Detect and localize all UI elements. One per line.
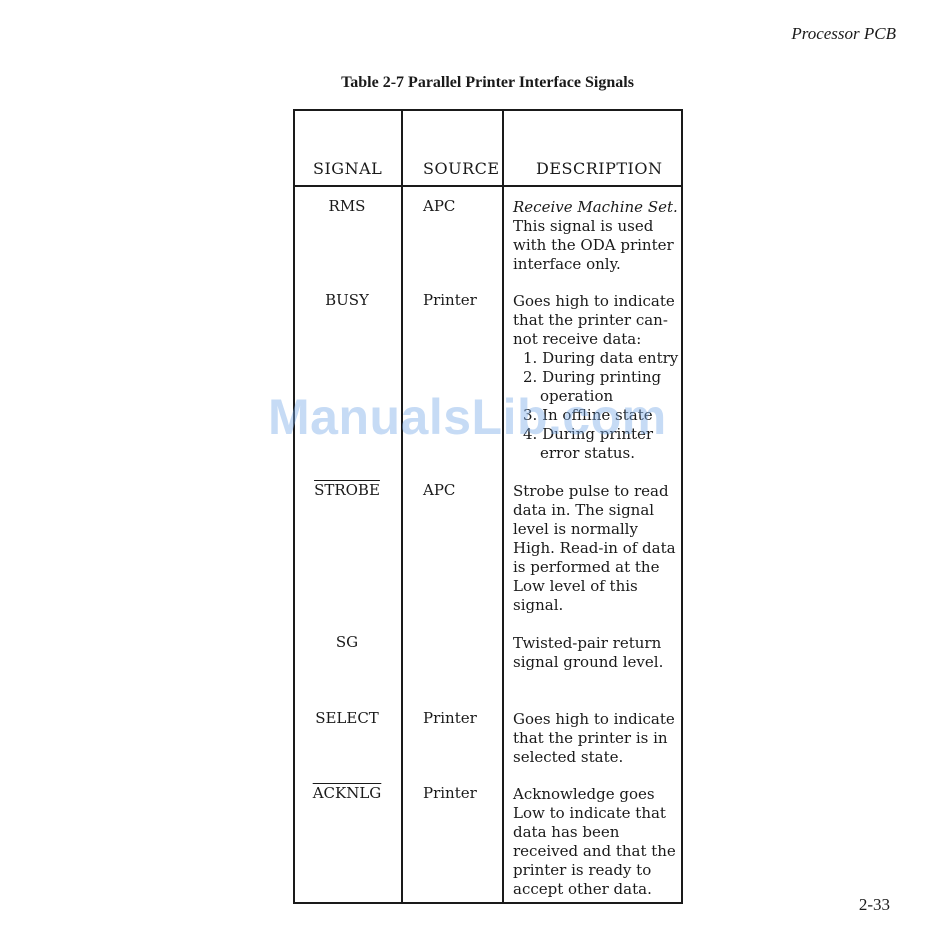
description-lead: Receive Machine Set. (513, 198, 678, 216)
source-busy: Printer (423, 291, 477, 309)
description-line: Twisted-pair return (513, 634, 662, 652)
description-line: High. Read-in of data (513, 539, 676, 557)
list-item: operation (540, 387, 614, 405)
column-divider (401, 111, 403, 902)
description-sg: Twisted-pair return signal ground level. (513, 634, 683, 672)
description-line: accept other data. (513, 880, 652, 898)
description-line: interface only. (513, 255, 621, 273)
description-line: Acknowledge goes (513, 785, 655, 803)
signal-rms: RMS (328, 197, 366, 215)
description-rms: Receive Machine Set. This signal is used… (513, 198, 683, 274)
signal-select: SELECT (315, 709, 379, 727)
description-line: Goes high to indicate (513, 710, 675, 728)
header-description: DESCRIPTION (536, 159, 663, 178)
description-line: Low to indicate that (513, 804, 666, 822)
description-line: received and that the (513, 842, 676, 860)
column-divider (502, 111, 504, 902)
source-strobe: APC (423, 481, 456, 499)
description-line: selected state. (513, 748, 624, 766)
signal-busy: BUSY (325, 291, 369, 309)
description-strobe: Strobe pulse to read data in. The signal… (513, 482, 683, 615)
list-item: 1. During data entry (523, 349, 679, 367)
description-line: Low level of this (513, 577, 638, 595)
description-line: with the ODA printer (513, 236, 674, 254)
description-line: Goes high to indicate (513, 292, 675, 310)
source-select: Printer (423, 709, 477, 727)
description-line: signal. (513, 596, 564, 614)
signal-acknlg: ACKNLG (312, 784, 382, 802)
list-item: 4. During printer (523, 425, 654, 443)
description-acknlg: Acknowledge goes Low to indicate that da… (513, 785, 683, 899)
signals-table: SIGNAL SOURCE DESCRIPTION RMS APC Receiv… (293, 109, 683, 904)
header-signal: SIGNAL (313, 159, 383, 178)
description-line: data has been (513, 823, 620, 841)
description-line: that the printer is in (513, 729, 668, 747)
signal-strobe: STROBE (314, 481, 380, 499)
description-select: Goes high to indicate that the printer i… (513, 710, 683, 767)
description-line: printer is ready to (513, 861, 652, 879)
source-rms: APC (423, 197, 456, 215)
description-line: signal ground level. (513, 653, 664, 671)
header-source: SOURCE (423, 159, 500, 178)
table-caption: Table 2-7 Parallel Printer Interface Sig… (341, 74, 634, 91)
list-item: error status. (540, 444, 636, 462)
description-line: is performed at the (513, 558, 660, 576)
description-line: level is normally (513, 520, 638, 538)
description-line: This signal is used (513, 217, 654, 235)
description-line: not receive data: (513, 330, 642, 348)
description-line: data in. The signal (513, 501, 655, 519)
description-line: Strobe pulse to read (513, 482, 669, 500)
signal-sg: SG (335, 633, 359, 651)
source-acknlg: Printer (423, 784, 477, 802)
running-head: Processor PCB (791, 24, 896, 43)
description-line: that the printer can- (513, 311, 668, 329)
list-item: 2. During printing (523, 368, 662, 386)
description-busy: Goes high to indicate that the printer c… (513, 292, 683, 463)
page-number: 2-33 (858, 895, 890, 914)
list-item: 3. In offline state (523, 406, 653, 424)
header-divider (295, 185, 681, 187)
